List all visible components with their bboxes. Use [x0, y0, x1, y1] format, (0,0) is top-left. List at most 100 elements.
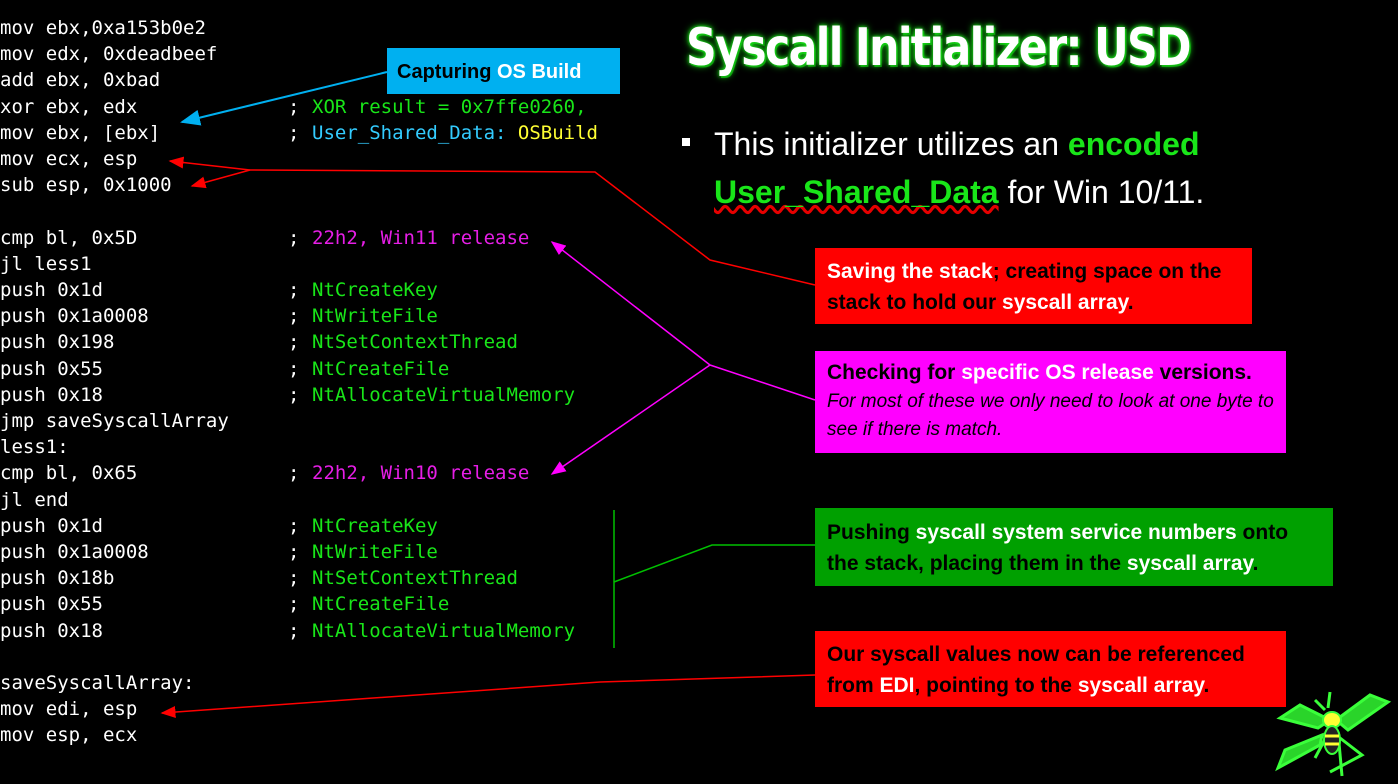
code-instruction: add ebx, 0xbad — [0, 69, 161, 92]
comment-semicolon: ; — [288, 357, 300, 380]
callout-text-highlight: syscall array — [1126, 552, 1253, 575]
code-comment: NtCreateFile — [312, 591, 449, 617]
code-instruction: push 0x18b — [0, 567, 115, 590]
code-comment: NtCreateFile — [312, 356, 449, 382]
code-instruction: push 0x18 — [0, 383, 103, 406]
callout-text: . — [1252, 552, 1259, 575]
comment-semicolon: ; — [288, 593, 300, 616]
callout-text: onto the stack, placing them in the — [827, 521, 1289, 575]
code-instruction: sub esp, 0x1000 — [0, 174, 172, 197]
callout-text: Our syscall values now can be referenced… — [827, 643, 1245, 697]
code-comment-text: NtSetContextThread — [312, 331, 518, 354]
callout-text: versions — [1153, 361, 1247, 384]
code-comment-text: NtCreateFile — [312, 593, 450, 616]
callout-text: , pointing to the — [914, 674, 1078, 697]
callout-text-highlight: syscall system service numbers — [915, 521, 1237, 544]
bullet-square-icon — [682, 138, 690, 146]
code-comment: NtWriteFile — [312, 539, 438, 565]
callout-text: Checking for — [827, 361, 962, 384]
callout-capturing-os-build: Capturing OS Build — [387, 48, 620, 94]
comment-semicolon: ; — [288, 383, 300, 406]
code-comment-text: 22h2, Win10 release — [312, 462, 530, 485]
code-comment-text: NtSetContextThread — [312, 567, 518, 590]
line-check-box — [709, 364, 816, 401]
code-instruction: mov ebx, [ebx] — [0, 121, 161, 144]
bullet-encoded: encoded — [1067, 126, 1200, 162]
callout-text-highlight: specific OS release — [961, 361, 1154, 384]
code-comment: NtAllocateVirtualMemory — [312, 618, 575, 644]
code-comment: NtSetContextThread — [312, 329, 518, 355]
code-instruction: push 0x1a0008 — [0, 541, 149, 563]
code-comment: 22h2, Win11 release — [312, 225, 529, 251]
callout-checking-os-release: Checking for specific OS release version… — [815, 351, 1286, 453]
code-instruction: jl less1 — [0, 252, 92, 275]
code-comment-text: NtWriteFile — [312, 305, 438, 328]
code-instruction: push 0x18 — [0, 619, 103, 642]
code-comment: NtCreateKey — [312, 277, 438, 303]
line-pushing — [613, 544, 815, 583]
comment-semicolon: ; — [288, 462, 300, 485]
bullet-text: This initializer utilizes an encoded Use… — [714, 120, 1284, 216]
code-instruction: mov edi, esp — [0, 698, 138, 721]
code-instruction: jmp saveSyscallArray — [0, 410, 229, 432]
code-comment: NtAllocateVirtualMemory — [312, 382, 575, 408]
comment-semicolon: ; — [288, 226, 300, 249]
code-comment: NtCreateKey — [312, 513, 438, 539]
code-instruction: xor ebx, edx — [0, 95, 138, 118]
callout-pushing-ssn: Pushing syscall system service numbers o… — [815, 508, 1333, 586]
code-instruction: mov edx, 0xdeadbeef — [0, 43, 218, 66]
callout-text-highlight: OS Build — [497, 61, 582, 83]
code-comment-text: NtCreateKey — [312, 279, 438, 301]
callout-text: . — [1203, 674, 1210, 697]
code-instruction: push 0x55 — [0, 357, 103, 380]
code-instruction: push 0x55 — [0, 593, 103, 616]
code-instruction: less1: — [0, 436, 69, 459]
callout-text: Capturing — [397, 61, 497, 83]
code-comment-text: 22h2, Win11 release — [312, 226, 530, 249]
comment-semicolon: ; — [288, 514, 300, 537]
code-comment-text: NtCreateFile — [312, 357, 450, 380]
code-comment-text: XOR result = 0x7ffe0260, — [312, 95, 587, 118]
callout-saving-stack: Saving the stack; creating space on the … — [815, 248, 1252, 324]
slide-title: Syscall Initializer: USD — [686, 18, 1192, 78]
code-comment-text: NtAllocateVirtualMemory — [312, 383, 576, 406]
line-saving — [249, 169, 816, 286]
code-instruction: mov ecx, esp — [0, 148, 138, 170]
arrow-check-win10 — [550, 364, 711, 475]
code-comment-highlight: OSBuild — [517, 121, 598, 144]
code-comment: NtWriteFile — [312, 303, 438, 329]
bullet-usd: User_Shared_Data — [714, 174, 999, 210]
callout-text-highlight: syscall array — [1002, 291, 1128, 314]
callout-text-highlight: Saving the stack — [827, 260, 993, 283]
code-comment-text: NtWriteFile — [312, 541, 438, 563]
code-comment: NtSetContextThread — [312, 565, 518, 591]
callout-text: . — [1246, 361, 1252, 384]
callout-edi-reference: Our syscall values now can be referenced… — [815, 631, 1286, 707]
code-instruction: cmp bl, 0x5D — [0, 226, 138, 249]
callout-text-highlight: EDI — [879, 674, 915, 697]
comment-semicolon: ; — [288, 331, 300, 354]
callout-text: . — [1127, 291, 1134, 314]
code-instruction: mov ebx,0xa153b0e2 — [0, 17, 206, 39]
comment-semicolon: ; — [288, 619, 300, 642]
callout-italic-note: For most of these we only need to look a… — [827, 391, 1274, 440]
bullet-text-after: for Win 10/11. — [998, 174, 1205, 210]
code-instruction: push 0x1d — [0, 514, 103, 537]
code-instruction: push 0x1d — [0, 279, 103, 301]
comment-semicolon: ; — [288, 95, 300, 118]
callout-text-highlight: syscall array — [1077, 674, 1204, 697]
wasp-logo-icon — [1275, 691, 1392, 777]
code-comment: XOR result = 0x7ffe0260, — [312, 94, 587, 120]
comment-semicolon: ; — [288, 541, 300, 563]
callout-text: Pushing — [827, 521, 916, 544]
code-instruction: saveSyscallArray: — [0, 672, 195, 694]
code-instruction: push 0x1a0008 — [0, 305, 149, 328]
comment-semicolon: ; — [288, 305, 300, 328]
callout-text: ; creating space on the stack to hold ou… — [827, 260, 1222, 314]
code-comment: User_Shared_Data: OSBuild — [312, 120, 598, 146]
arrow-check-win11 — [550, 241, 711, 366]
code-comment-text: NtAllocateVirtualMemory — [312, 619, 576, 642]
code-instruction: jl end — [0, 488, 69, 511]
bullet-text-part: This initializer utilizes an — [714, 126, 1068, 162]
